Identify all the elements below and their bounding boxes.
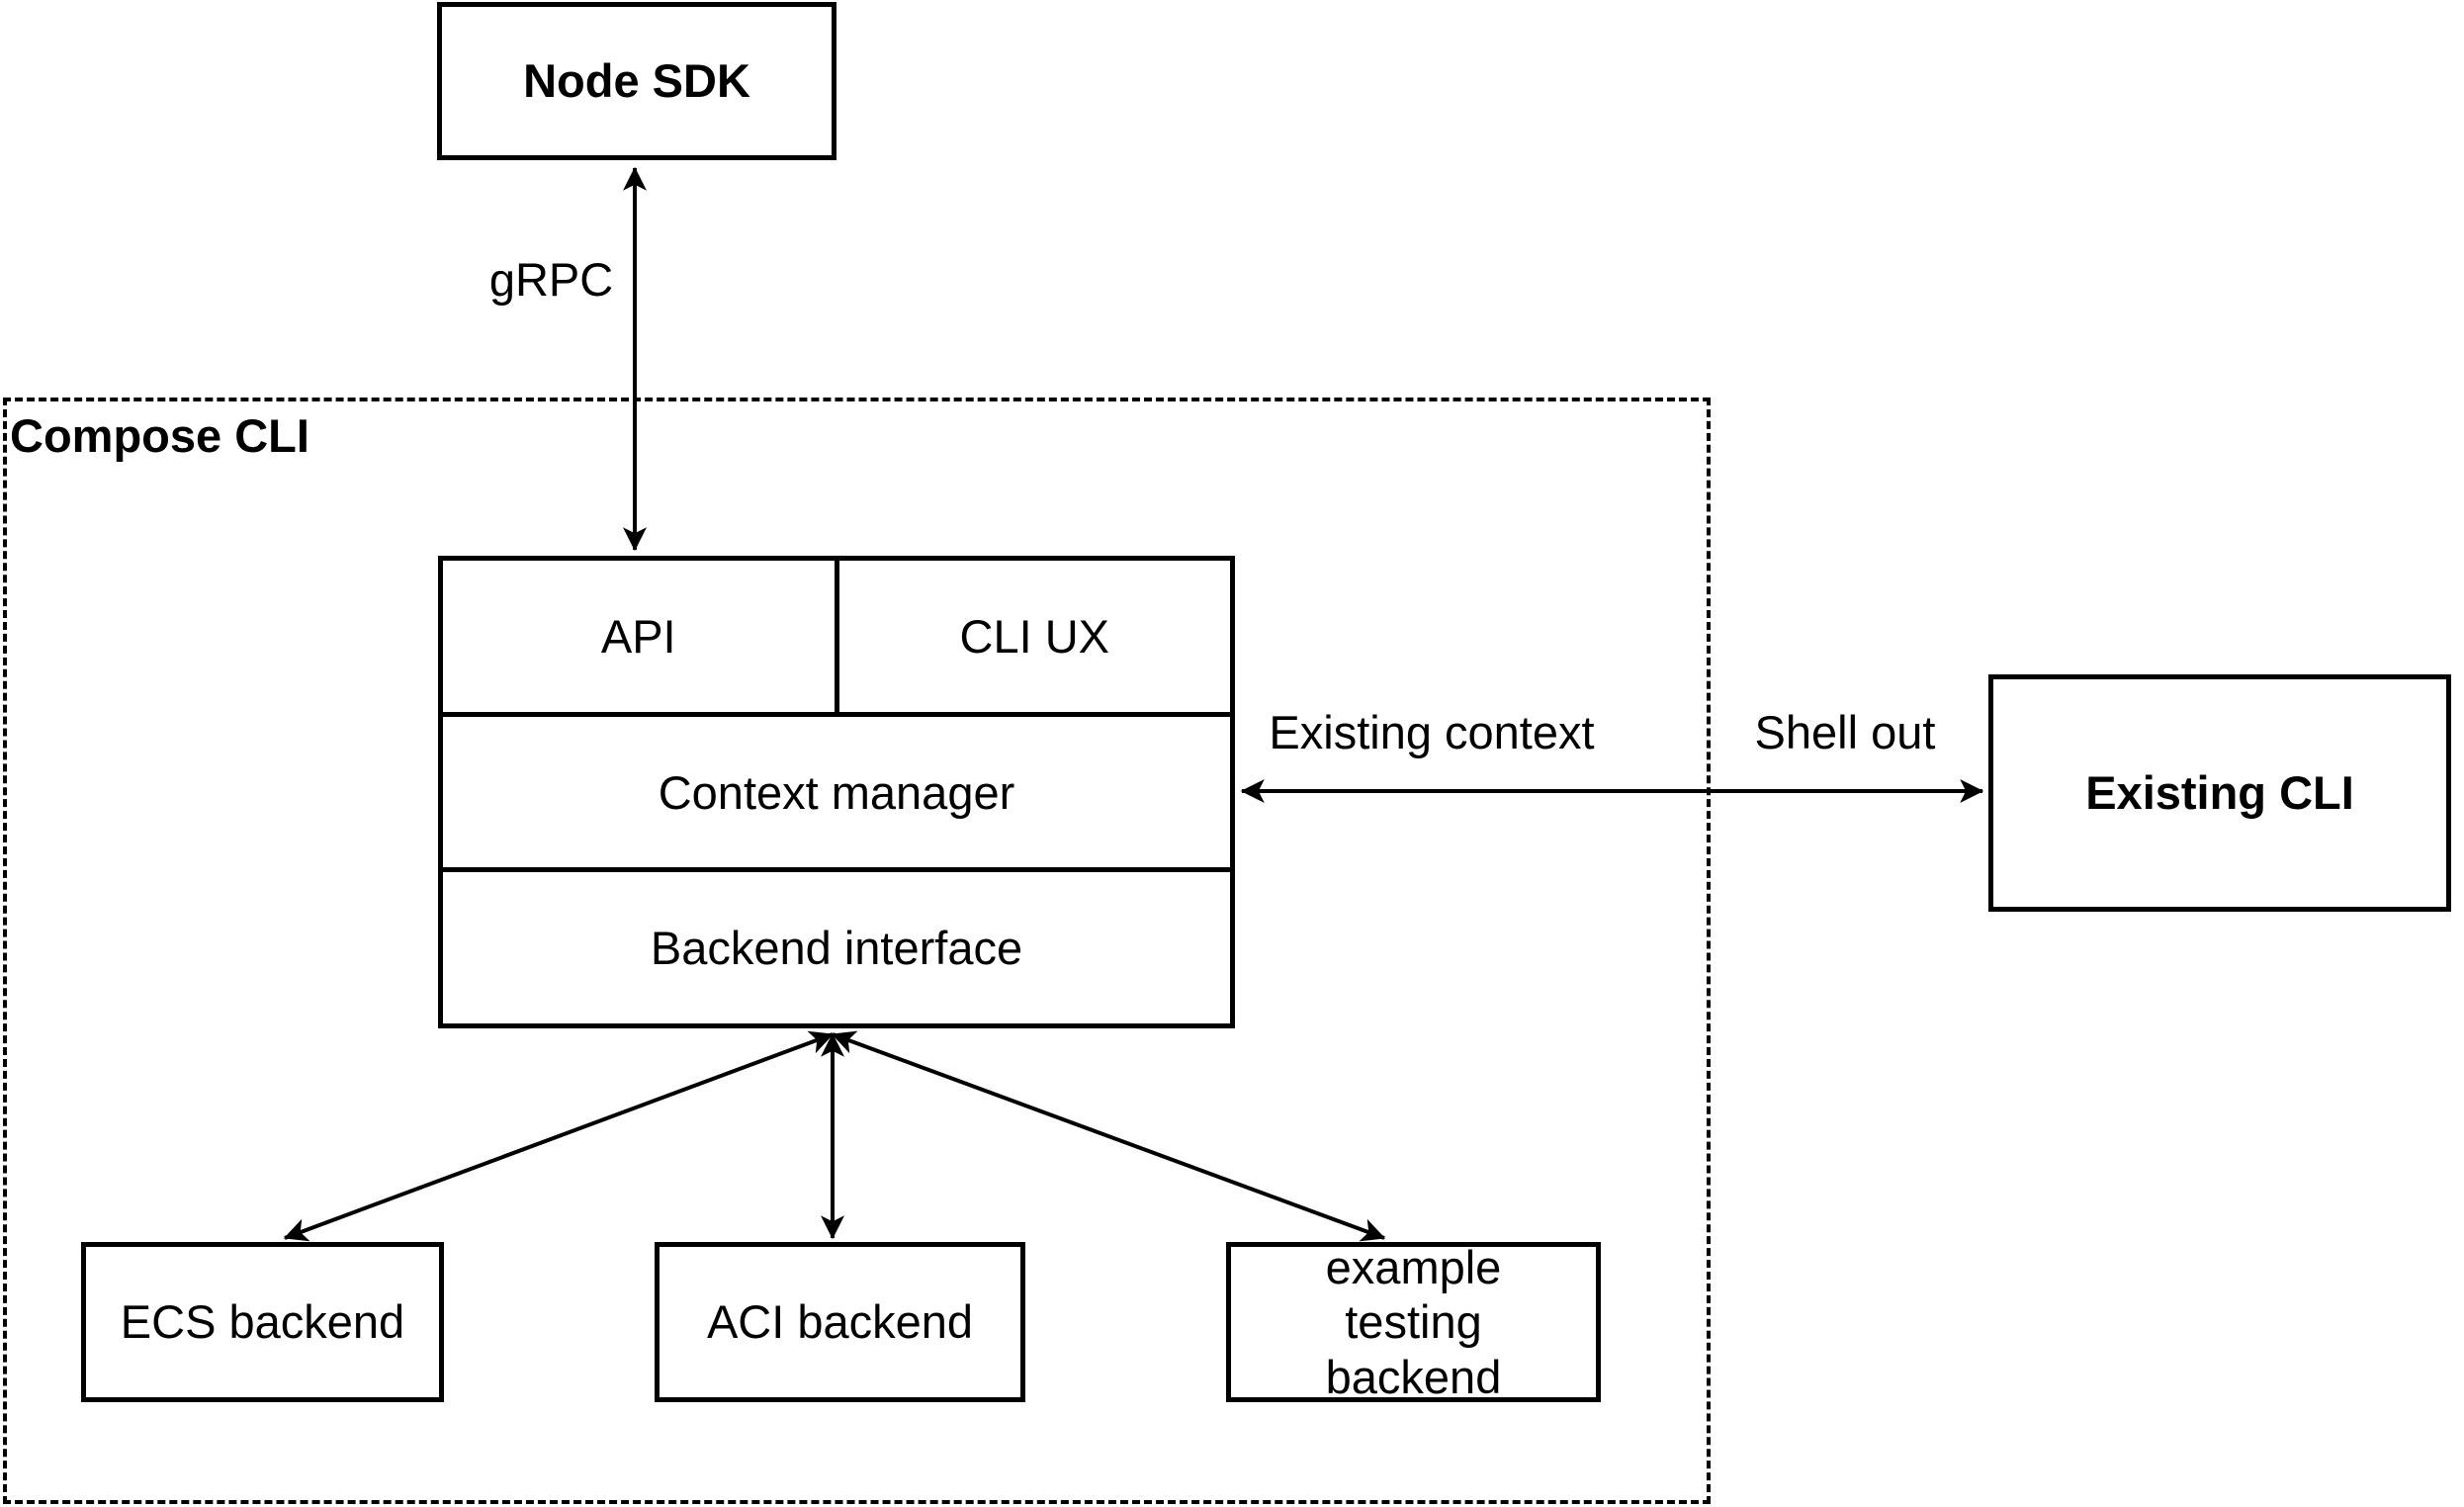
aci-backend-label: ACI backend bbox=[706, 1295, 974, 1349]
node-sdk-box: Node SDK bbox=[437, 2, 836, 160]
existing-context-edge-label: Existing context bbox=[1269, 706, 1595, 758]
context-manager-label: Context manager bbox=[658, 765, 1015, 819]
grpc-edge-label: gRPC bbox=[488, 253, 614, 306]
example-testing-backend-label: example testing backend bbox=[1325, 1240, 1502, 1403]
existing-cli-label: Existing CLI bbox=[2085, 766, 2354, 820]
existing-cli-box: Existing CLI bbox=[1988, 674, 2451, 912]
aci-backend-box: ACI backend bbox=[655, 1242, 1025, 1402]
cli-ux-cell: CLI UX bbox=[834, 561, 1231, 712]
shell-out-edge-label: Shell out bbox=[1754, 706, 1936, 758]
example-testing-backend-box: example testing backend bbox=[1226, 1240, 1601, 1403]
top-row: API CLI UX bbox=[443, 561, 1230, 712]
cli-ux-label: CLI UX bbox=[959, 609, 1110, 663]
compose-cli-core-box: API CLI UX Context manager Backend inter… bbox=[438, 556, 1235, 1028]
api-cell: API bbox=[443, 561, 835, 712]
node-sdk-label: Node SDK bbox=[523, 54, 750, 108]
ecs-backend-label: ECS backend bbox=[120, 1295, 405, 1349]
ecs-backend-box: ECS backend bbox=[81, 1242, 444, 1402]
api-label: API bbox=[600, 609, 676, 663]
context-manager-cell: Context manager bbox=[443, 717, 1230, 868]
compose-cli-container bbox=[3, 398, 1711, 1504]
backend-interface-label: Backend interface bbox=[650, 922, 1023, 975]
compose-cli-container-label: Compose CLI bbox=[10, 409, 309, 462]
context-manager-row: Context manager bbox=[443, 711, 1230, 868]
backend-interface-cell: Backend interface bbox=[443, 872, 1230, 1023]
backend-interface-row: Backend interface bbox=[443, 867, 1230, 1023]
